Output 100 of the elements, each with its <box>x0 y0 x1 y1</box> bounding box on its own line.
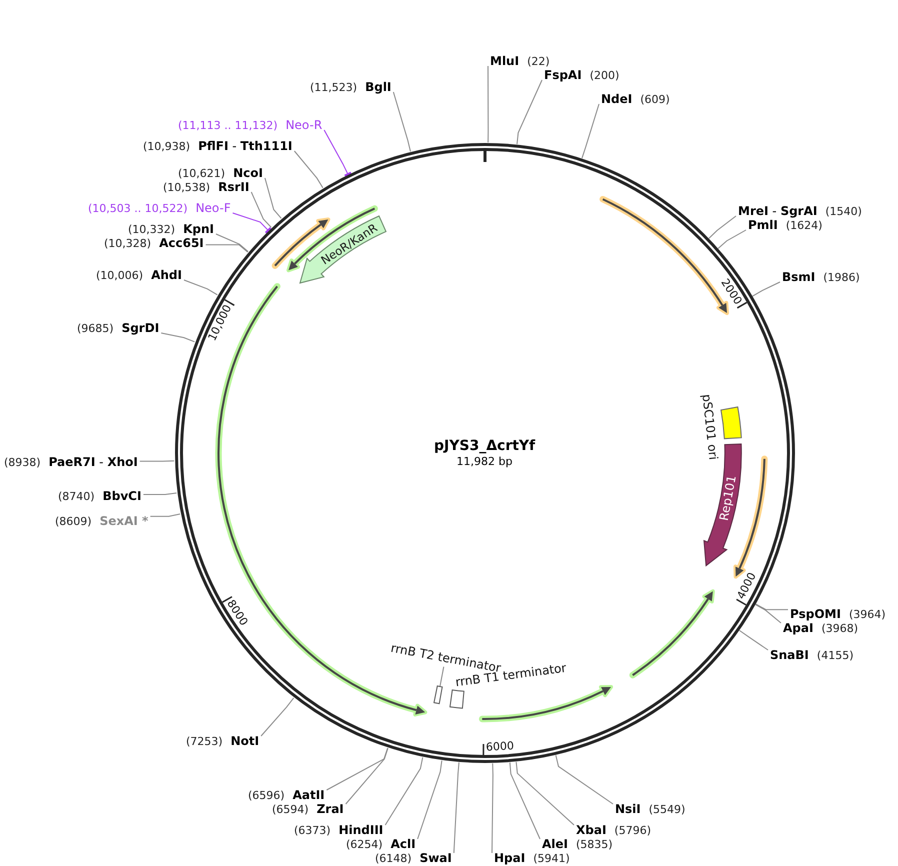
cut-site-position: (11,523) <box>310 80 358 96</box>
enzyme-name: NcoI <box>233 165 263 181</box>
cut-site-position: (609) <box>640 92 670 108</box>
enzyme-name: KpnI <box>183 221 214 237</box>
enzyme-name: AleI <box>542 836 568 852</box>
cut-site-position: (6594) <box>272 802 309 818</box>
enzyme-name: FspAI <box>544 67 582 83</box>
leader-line <box>555 754 614 804</box>
leader-line <box>142 492 178 496</box>
enzyme-name: RsrII <box>218 179 250 195</box>
cut-site-position: (200) <box>590 68 620 84</box>
enzyme-name: SgrDI <box>122 320 160 336</box>
cut-site-position: (6148) <box>375 851 412 866</box>
leader-line <box>294 150 324 188</box>
leader-line <box>345 748 388 804</box>
cut-site-position: (5941) <box>533 851 570 866</box>
cut-site-position: (8609) <box>55 514 92 530</box>
leader-line <box>755 604 782 624</box>
leader-line <box>509 762 540 840</box>
scale-number: 4000 <box>734 570 760 602</box>
leader-line <box>453 762 460 854</box>
enzyme-name: PflFI - Tth111I <box>198 138 292 154</box>
cut-site-position: (5796) <box>614 823 651 839</box>
enzyme-name: NdeI <box>601 91 632 107</box>
cut-site-position: (10,332) <box>128 222 176 238</box>
leader-line <box>752 282 780 297</box>
primer-name: Neo-R <box>286 117 322 133</box>
leader-line <box>755 604 788 610</box>
enzyme-name: SexAI * <box>100 513 148 529</box>
leader-line <box>250 192 272 228</box>
primer-name: Neo-F <box>196 200 231 216</box>
cut-site-position: (10,006) <box>96 268 144 284</box>
enzyme-name: MluI <box>490 53 520 69</box>
enzyme-name: SwaI <box>420 850 452 866</box>
leader-line <box>264 178 282 219</box>
primer-position: (10,503 .. 10,522) <box>88 201 188 217</box>
cut-site-position: (1624) <box>786 218 822 234</box>
leader-line <box>516 761 574 826</box>
enzyme-name: ApaI <box>783 620 814 636</box>
leader-line <box>160 332 196 342</box>
leader-line <box>718 230 746 249</box>
leader-line <box>232 212 272 234</box>
leader-line <box>150 514 181 517</box>
enzyme-name: ZraI <box>316 801 344 817</box>
cut-site-position: (10,538) <box>163 180 210 196</box>
enzyme-name: Acc65I <box>159 236 204 251</box>
leader-line <box>738 630 768 650</box>
cut-site-position: (10,938) <box>143 139 190 155</box>
cut-site-position: (7253) <box>186 734 223 750</box>
cut-site-position: (9685) <box>77 321 114 337</box>
leader-line <box>324 130 352 177</box>
scale-number: 6000 <box>486 739 514 755</box>
enzyme-name: PspOMI <box>790 606 841 622</box>
primer-position: (11,113 .. 11,132) <box>178 118 278 134</box>
cut-site-position: (6254) <box>346 837 383 853</box>
leader-line <box>215 234 249 252</box>
cut-site-position: (3964) <box>848 607 886 623</box>
enzyme-name: PmlI <box>748 217 778 233</box>
enzyme-name: HindIII <box>338 822 384 838</box>
leader-line <box>183 280 218 296</box>
leader-line <box>326 748 388 790</box>
enzyme-name: AhdI <box>151 267 182 283</box>
enzyme-name: AatII <box>292 787 325 803</box>
leader-line <box>492 762 494 854</box>
cut-site-position: (6373) <box>294 823 331 839</box>
feature-label: pSC101 ori <box>700 393 720 460</box>
enzyme-name: BbvCI <box>102 488 142 504</box>
leader-line <box>440 666 444 687</box>
enzyme-name: BsmI <box>782 269 816 285</box>
enzyme-name: HpaI <box>494 850 526 866</box>
leader-line <box>139 460 175 462</box>
enzyme-name: PaeR7I - XhoI <box>48 454 138 470</box>
feature-label: Rep101 <box>717 474 740 522</box>
leader-line <box>260 697 294 736</box>
cut-site-position: (10,328) <box>104 236 152 252</box>
cut-site-position: (6596) <box>248 788 285 804</box>
cut-site-position: (8740) <box>58 489 95 505</box>
cut-site-position: (22) <box>527 54 550 70</box>
enzyme-name: SnaBI <box>770 647 809 663</box>
enzyme-name: XbaI <box>576 822 606 838</box>
cut-site-position: (5835) <box>576 837 613 853</box>
cut-site-position: (4155) <box>816 648 854 664</box>
leader-line <box>582 104 600 159</box>
enzyme-name: NotI <box>230 733 260 749</box>
plasmid-name: pJYS3_ΔcrtYf <box>434 438 536 455</box>
enzyme-name: MreI - SgrAI <box>738 203 818 219</box>
cut-site-position: (1540) <box>825 204 862 220</box>
cut-site-position: (5549) <box>648 802 686 818</box>
leader-line <box>417 760 442 840</box>
enzyme-name: AclI <box>390 836 416 852</box>
enzyme-name: BglI <box>365 79 392 95</box>
enzyme-name: NsiI <box>615 801 641 817</box>
leader-line <box>205 244 248 253</box>
cut-site-position: (8938) <box>4 455 41 471</box>
cut-site-position: (10,621) <box>178 166 226 182</box>
cut-site-position: (3968) <box>821 621 858 637</box>
leader-line <box>384 756 424 826</box>
leader-line <box>488 66 489 144</box>
leader-line <box>708 216 736 239</box>
plasmid-length: 11,982 bp <box>456 454 512 468</box>
